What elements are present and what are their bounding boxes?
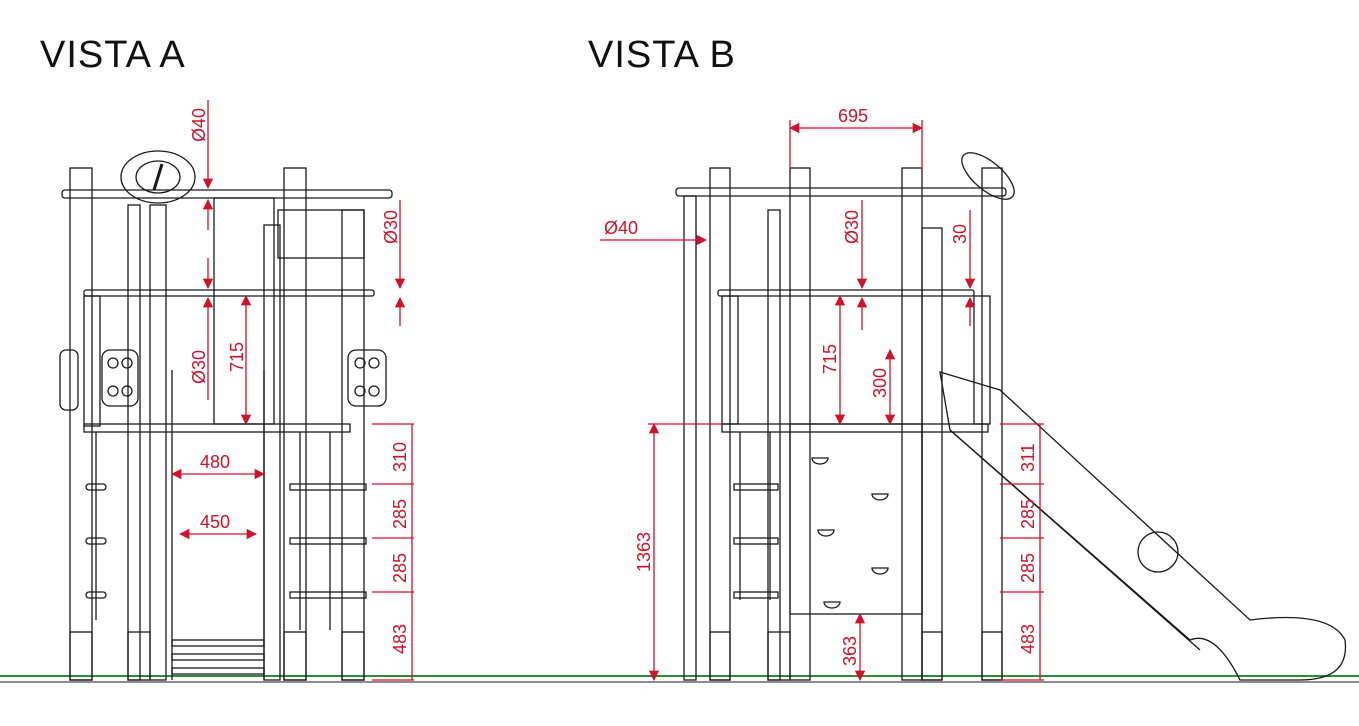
dim-a-715: 715 [227,342,247,372]
view-b-dimension-labels: 695 Ø40 Ø30 30 715 300 1363 363 311 285 … [604,106,1038,666]
dim-a-d30-top: Ø30 [381,210,401,244]
dim-b-d40: Ø40 [604,218,638,238]
dim-b-1363: 1363 [634,532,654,572]
dim-b-300: 300 [870,368,890,398]
dim-a-310: 310 [390,442,410,472]
dim-a-483: 483 [390,624,410,654]
dim-a-d40: Ø40 [189,108,209,142]
dim-b-285-lower: 285 [1018,553,1038,583]
dim-b-285-upper: 285 [1018,499,1038,529]
dim-b-695: 695 [838,106,868,126]
view-b-title: VISTA B [588,34,736,76]
view-a-title: VISTA A [40,34,186,76]
dim-a-285-lower: 285 [390,553,410,583]
dim-b-30: 30 [950,224,970,244]
view-a-dimension-labels: Ø40 Ø30 Ø30 715 480 450 310 285 285 483 [189,108,410,654]
dim-b-d30: Ø30 [842,210,862,244]
dim-b-483: 483 [1018,624,1038,654]
view-b-structure [675,152,1347,681]
view-b-dimensions [600,120,1044,682]
ground-line [0,675,1359,683]
dim-a-450: 450 [200,512,230,532]
dim-a-480: 480 [200,452,230,472]
view-a-structure [59,150,393,681]
dim-a-d30-side: Ø30 [189,350,209,384]
dim-b-363: 363 [840,636,860,666]
view-a-dimensions [170,100,414,681]
dim-b-311: 311 [1018,443,1038,472]
dim-a-285-upper: 285 [390,499,410,529]
dim-b-715: 715 [820,344,840,374]
